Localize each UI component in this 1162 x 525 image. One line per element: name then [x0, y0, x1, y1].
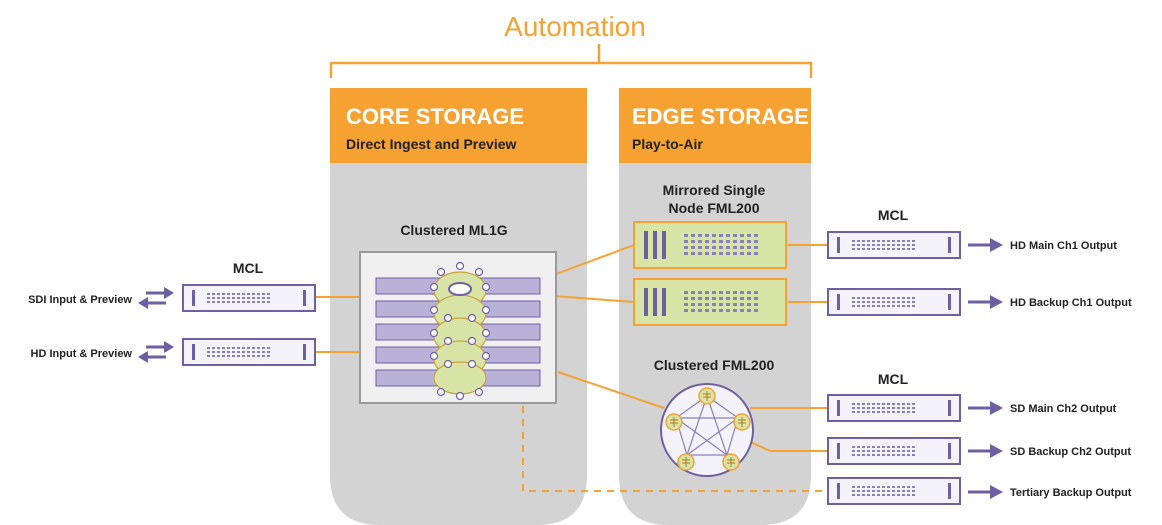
right-mcl-unit-2 [827, 288, 961, 316]
output-label-hd-main: HD Main Ch1 Output [1010, 240, 1117, 252]
input-label-sdi: SDI Input & Preview [28, 294, 132, 306]
automation-bracket [329, 44, 813, 78]
output-label-hd-backup: HD Backup Ch1 Output [1010, 297, 1132, 309]
right-mcl-unit-4 [827, 437, 961, 465]
core-storage-title: CORE STORAGE [346, 104, 524, 129]
right-mcl-unit-1 [827, 231, 961, 259]
core-storage-header [330, 88, 587, 163]
mirrored-node-label-line1: Mirrored Single [663, 182, 766, 198]
clustered-fml200-icon [660, 383, 754, 477]
edge-storage-title: EDGE STORAGE [632, 104, 809, 129]
right-mcl-unit-5 [827, 477, 961, 505]
arrow-right-icon [966, 442, 1005, 460]
output-label-tertiary: Tertiary Backup Output [1010, 487, 1132, 499]
fml200-node-mirror [633, 278, 787, 326]
left-mcl-unit-2 [182, 338, 316, 366]
output-label-sd-backup: SD Backup Ch2 Output [1010, 446, 1131, 458]
output-label-sd-main: SD Main Ch2 Output [1010, 403, 1117, 415]
double-arrow-icon [136, 339, 176, 365]
clustered-ml1g-label: Clustered ML1G [400, 222, 507, 238]
edge-storage-subtitle: Play-to-Air [632, 136, 703, 152]
fml200-node-primary [633, 221, 787, 269]
right-mcl-label-top: MCL [878, 207, 909, 223]
arrow-right-icon [966, 483, 1005, 501]
arrow-right-icon [966, 293, 1005, 311]
right-mcl-unit-3 [827, 394, 961, 422]
automation-title: Automation [504, 11, 646, 42]
right-mcl-label-bottom: MCL [878, 371, 909, 387]
input-label-hd: HD Input & Preview [31, 348, 133, 360]
core-storage-subtitle: Direct Ingest and Preview [346, 136, 517, 152]
clustered-fml200-label: Clustered FML200 [654, 357, 775, 373]
arrow-right-icon [966, 236, 1005, 254]
clustered-ml1g-icon [359, 251, 557, 404]
double-arrow-icon [136, 285, 176, 311]
arrow-right-icon [966, 399, 1005, 417]
left-mcl-label: MCL [233, 260, 264, 276]
edge-storage-header [619, 88, 811, 163]
mirrored-node-label-line2: Node FML200 [668, 200, 759, 216]
left-mcl-unit-1 [182, 284, 316, 312]
